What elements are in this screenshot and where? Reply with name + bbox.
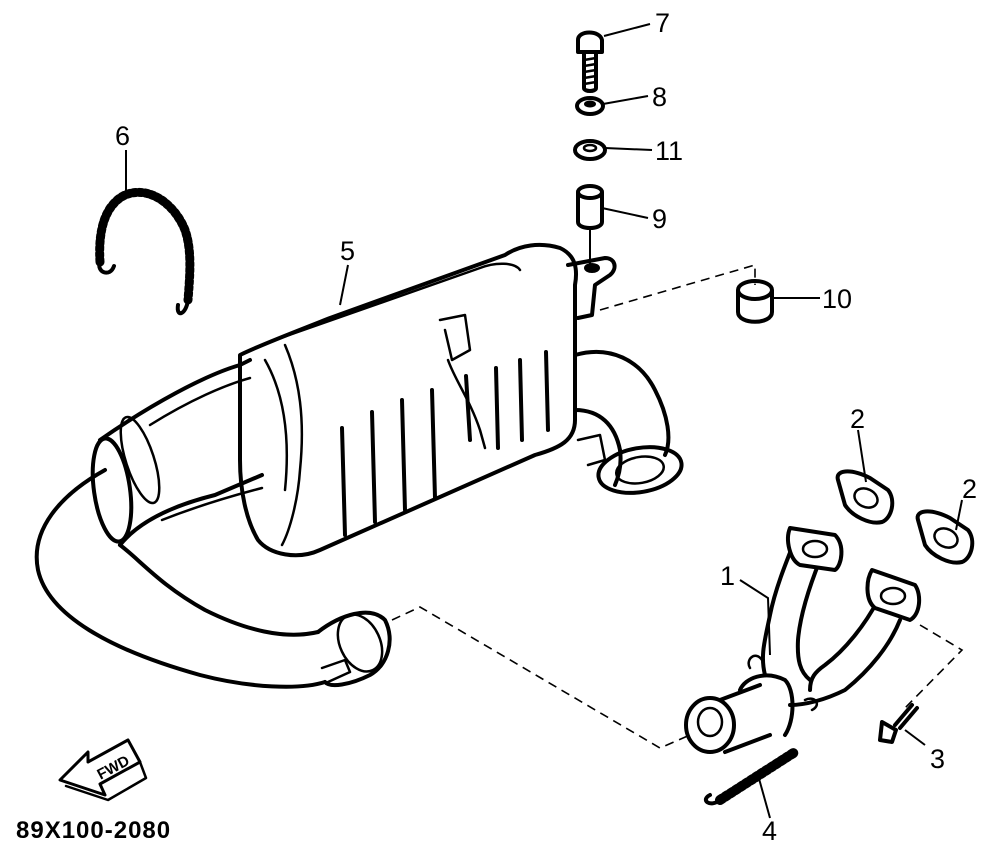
muffler-collector-top: [98, 358, 252, 442]
muffler-body-outline: [238, 242, 579, 558]
callout-1: 1: [720, 561, 735, 591]
callout-10: 10: [822, 284, 852, 314]
damper-reference-line: [599, 263, 756, 311]
gasket-2a: [835, 469, 895, 525]
exhaust-pipe-1: [684, 526, 922, 754]
pipe-clamp: [320, 658, 352, 684]
bolt-3: [878, 703, 919, 744]
spring-6: [95, 187, 195, 316]
outlet-flange: [596, 445, 684, 495]
bolt-7: [576, 30, 604, 93]
outlet-bracket: [576, 433, 607, 467]
muffler-inlet-pipe-outer: [34, 468, 327, 689]
washer-8: [575, 96, 605, 116]
forward-direction-arrow: FWD: [58, 738, 148, 802]
muffler-endcap-line: [263, 358, 289, 492]
muffler-inlet-pipe-inner: [118, 543, 320, 637]
pipe-inlet-mouth: [336, 613, 384, 673]
pipe-reference-line-left: [391, 606, 691, 749]
muffler-body-seam: [273, 262, 522, 547]
callout-2a: 2: [850, 404, 865, 434]
muffler-heat-shield: [340, 313, 550, 537]
collector-ring-1: [90, 436, 134, 544]
damper-10: [736, 279, 774, 324]
callout-3: 3: [930, 744, 945, 774]
muffler-inlet-pipe-end: [316, 610, 392, 688]
pipe-reference-line-right: [904, 624, 964, 709]
muffler-mount-bracket: [566, 256, 617, 320]
muffler: [34, 242, 684, 689]
collar-9: [576, 184, 604, 230]
callout-2b: 2: [962, 474, 977, 504]
diagram-part-code: 89X100-2080: [16, 817, 171, 844]
washer-11: [573, 139, 607, 161]
callout-11: 11: [655, 136, 683, 166]
callout-4: 4: [762, 816, 777, 846]
gasket-2b: [915, 509, 975, 565]
callout-7: 7: [655, 8, 670, 38]
leader-lines: [125, 23, 963, 819]
collector-ring-2: [119, 415, 161, 505]
callout-8: 8: [652, 82, 667, 112]
mount-hole: [584, 263, 600, 273]
callout-5: 5: [340, 236, 355, 266]
callout-9: 9: [652, 204, 667, 234]
spring-4: [703, 747, 800, 806]
outlet-bore: [615, 455, 665, 485]
callout-6: 6: [115, 121, 130, 151]
